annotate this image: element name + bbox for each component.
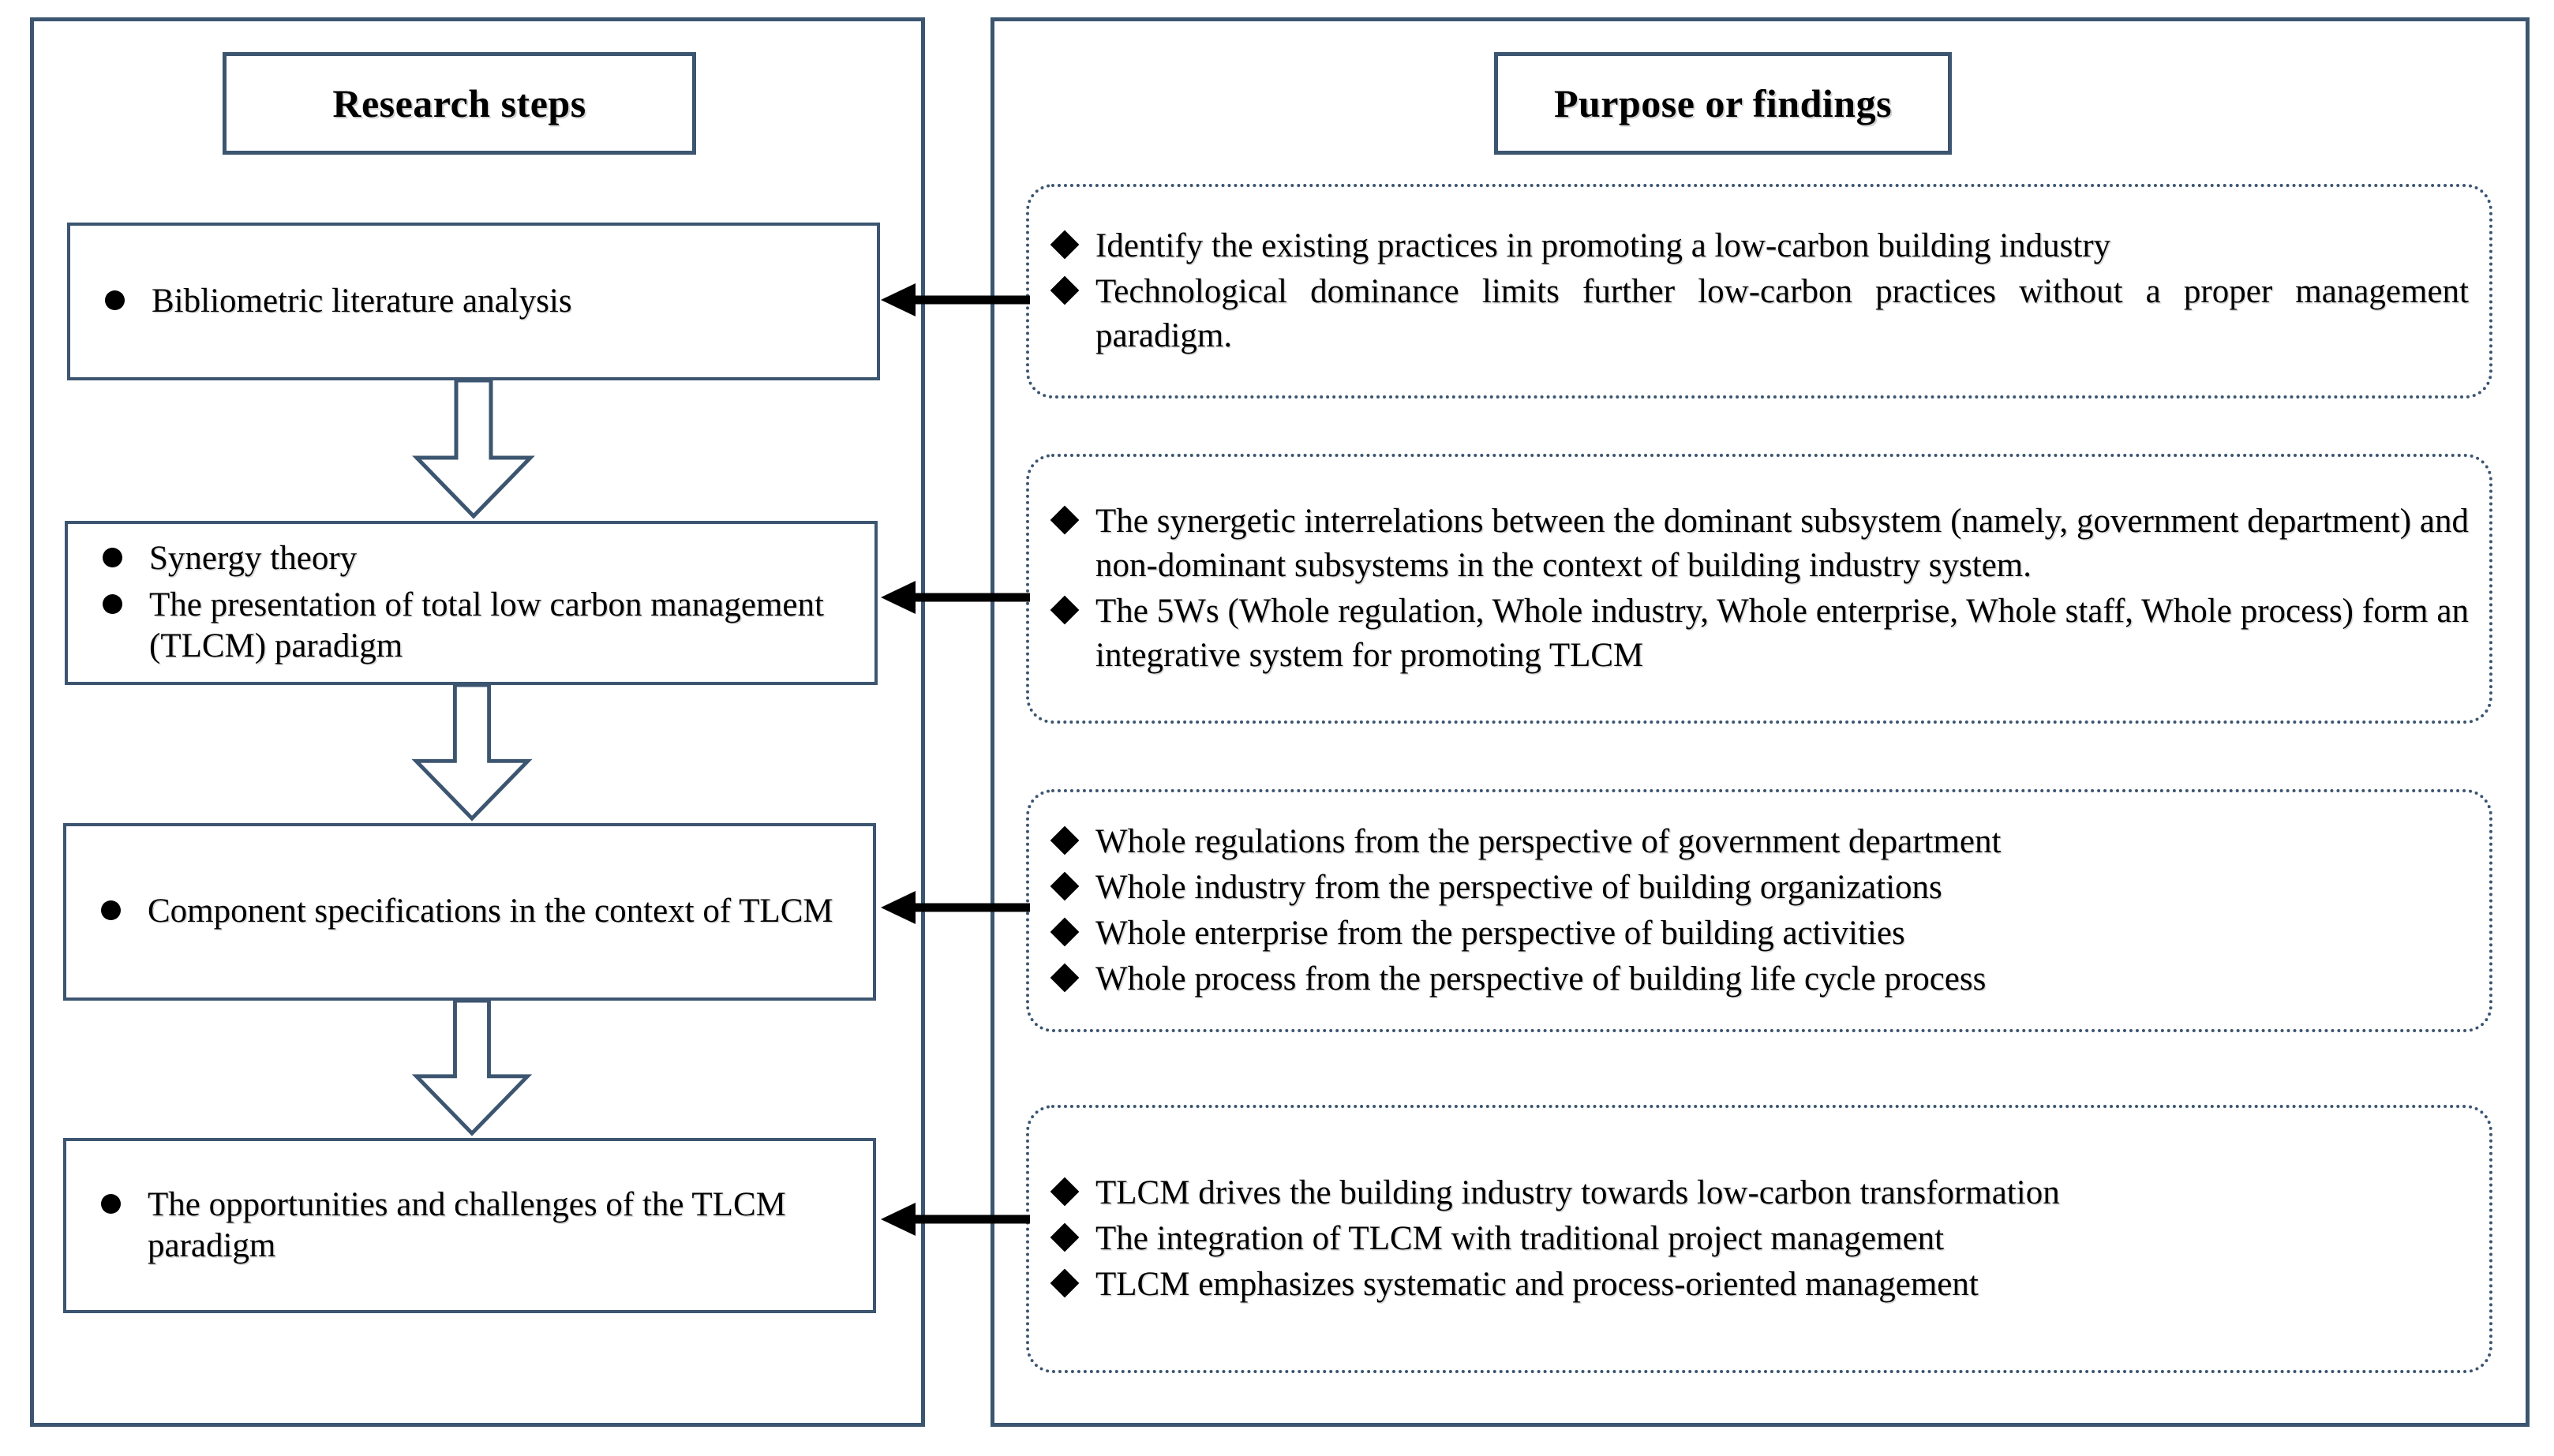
finding-text: Technological dominance limits further l… xyxy=(1095,273,2469,354)
list-item: Identify the existing practices in promo… xyxy=(1045,224,2469,268)
research-steps-header: Research steps xyxy=(223,52,696,155)
research-step-text: Component specifications in the context … xyxy=(148,893,833,930)
finding-box-3[interactable]: Whole regulations from the perspective o… xyxy=(1026,789,2492,1032)
list-item: Whole process from the perspective of bu… xyxy=(1045,957,2469,1001)
down-block-arrow-icon-3 xyxy=(411,1001,533,1136)
finding-box-4[interactable]: TLCM drives the building industry toward… xyxy=(1026,1105,2492,1373)
filled-diamond-bullet-icon xyxy=(1050,825,1080,855)
filled-diamond-bullet-icon xyxy=(1050,505,1080,535)
filled-diamond-bullet-icon xyxy=(1050,1268,1080,1298)
list-item: The integration of TLCM with traditional… xyxy=(1045,1217,2469,1261)
research-step-text: The presentation of total low carbon man… xyxy=(149,586,824,665)
filled-diamond-bullet-icon xyxy=(1050,230,1080,260)
finding-text: Whole enterprise from the perspective of… xyxy=(1095,915,1905,952)
research-step-box-1[interactable]: Bibliometric literature analysis xyxy=(67,223,880,380)
finding-box-1[interactable]: Identify the existing practices in promo… xyxy=(1026,184,2492,399)
left-pointing-arrow-icon-1 xyxy=(881,283,1030,316)
list-item: Whole regulations from the perspective o… xyxy=(1045,820,2469,864)
filled-diamond-bullet-icon xyxy=(1050,1177,1080,1207)
left-pointing-arrow-icon-3 xyxy=(881,891,1030,924)
list-item: TLCM drives the building industry toward… xyxy=(1045,1171,2469,1215)
list-item: Whole enterprise from the perspective of… xyxy=(1045,911,2469,956)
filled-circle-bullet-icon xyxy=(103,548,122,568)
list-item: The 5Ws (Whole regulation, Whole industr… xyxy=(1045,590,2469,678)
filled-diamond-bullet-icon xyxy=(1050,595,1080,625)
down-block-arrow-icon-1 xyxy=(412,380,535,519)
finding-text: The 5Ws (Whole regulation, Whole industr… xyxy=(1095,593,2469,674)
finding-text: Whole industry from the perspective of b… xyxy=(1095,869,1942,907)
research-step-box-2[interactable]: Synergy theory The presentation of total… xyxy=(65,521,878,685)
finding-box-2[interactable]: The synergetic interrelations between th… xyxy=(1026,454,2492,724)
filled-circle-bullet-icon xyxy=(105,290,125,310)
filled-diamond-bullet-icon xyxy=(1050,275,1080,305)
filled-diamond-bullet-icon xyxy=(1050,963,1080,993)
purpose-findings-header: Purpose or findings xyxy=(1494,52,1952,155)
finding-text: Identify the existing practices in promo… xyxy=(1095,227,2111,265)
finding-text: The synergetic interrelations between th… xyxy=(1095,503,2469,585)
list-item: Synergy theory xyxy=(88,538,854,579)
finding-text: TLCM drives the building industry toward… xyxy=(1095,1174,2060,1212)
left-pointing-arrow-icon-2 xyxy=(881,581,1030,614)
list-item: The opportunities and challenges of the … xyxy=(87,1185,852,1267)
filled-circle-bullet-icon xyxy=(101,900,121,921)
research-step-box-4[interactable]: The opportunities and challenges of the … xyxy=(63,1138,876,1313)
filled-diamond-bullet-icon xyxy=(1050,917,1080,947)
research-step-text: Synergy theory xyxy=(149,540,358,578)
finding-text: Whole process from the perspective of bu… xyxy=(1095,960,1987,997)
filled-diamond-bullet-icon xyxy=(1050,1222,1080,1252)
list-item: The presentation of total low carbon man… xyxy=(88,585,854,668)
finding-text: The integration of TLCM with traditional… xyxy=(1095,1220,1945,1258)
filled-diamond-bullet-icon xyxy=(1050,871,1080,901)
list-item: The synergetic interrelations between th… xyxy=(1045,500,2469,588)
list-item: Component specifications in the context … xyxy=(87,891,852,932)
research-step-text: The opportunities and challenges of the … xyxy=(148,1185,786,1264)
filled-circle-bullet-icon xyxy=(103,593,122,614)
finding-text: TLCM emphasizes systematic and process-o… xyxy=(1095,1265,1979,1303)
list-item: Whole industry from the perspective of b… xyxy=(1045,866,2469,910)
research-step-box-3[interactable]: Component specifications in the context … xyxy=(63,823,876,1001)
list-item: TLCM emphasizes systematic and process-o… xyxy=(1045,1263,2469,1307)
down-block-arrow-icon-2 xyxy=(411,685,533,822)
filled-circle-bullet-icon xyxy=(101,1193,121,1214)
research-step-text: Bibliometric literature analysis xyxy=(152,282,572,320)
finding-text: Whole regulations from the perspective o… xyxy=(1095,823,2002,861)
left-pointing-arrow-icon-4 xyxy=(881,1203,1030,1236)
list-item: Technological dominance limits further l… xyxy=(1045,270,2469,358)
list-item: Bibliometric literature analysis xyxy=(91,281,856,322)
